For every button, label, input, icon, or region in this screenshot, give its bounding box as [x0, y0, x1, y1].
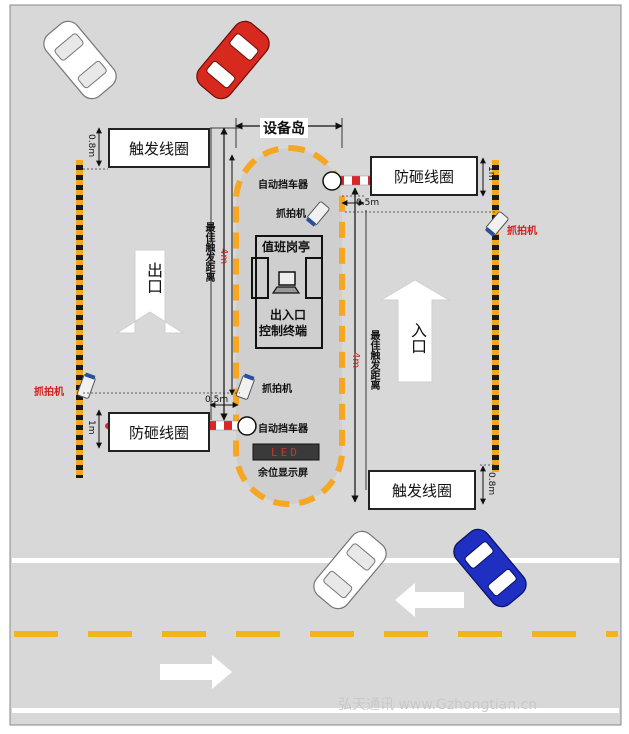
exit-label: 出口: [144, 262, 163, 294]
led-display: [252, 443, 320, 461]
camera-label-right: 抓拍机: [507, 226, 537, 237]
best-trigger-distance-right: 最佳触发距离: [368, 330, 379, 390]
dist-05m-bottom: 0.5m: [205, 395, 229, 405]
dist-4m-right: 4m: [350, 352, 361, 369]
anti-smash-coil-bottom-left: 防砸线圈: [108, 412, 210, 452]
camera-icon-left: [76, 372, 96, 399]
equipment-island-label: 设备岛: [260, 118, 308, 138]
dist-4m-left: 4m: [218, 248, 229, 265]
left-pole: [76, 160, 83, 478]
led-text: LED: [271, 446, 300, 459]
dist-08m-left: 0.8m: [86, 134, 96, 158]
camera-label-left: 抓拍机: [34, 387, 64, 398]
watermark: 弘天通讯 www.Gzhongtian.cn: [338, 697, 538, 713]
entrance-arrow-icon: [379, 279, 451, 383]
dist-05m-top: 0.5m: [356, 198, 380, 208]
right-pole: [492, 160, 499, 472]
road-bottom-line: [12, 708, 619, 713]
barrier-label-bottom: 自动挡车器: [258, 424, 308, 435]
exit-arrow-icon: [115, 249, 185, 334]
best-trigger-distance-left: 最佳触发距离: [203, 222, 214, 282]
entrance-label: 入口: [408, 322, 427, 354]
barrier-label-top: 自动挡车器: [258, 180, 308, 191]
control-terminal-line1: 出入口: [270, 308, 307, 322]
camera-icon-right: [484, 211, 509, 237]
road-arrow-right-icon: [160, 655, 232, 689]
remaining-display-label: 余位显示屏: [258, 468, 308, 479]
road-edge-line: [12, 558, 619, 563]
road-arrow-left-icon: [395, 583, 464, 617]
dist-1m-right: 1m: [486, 166, 496, 181]
car-icon-white-bottom: [313, 530, 387, 610]
control-terminal-line2: 控制终端: [259, 324, 308, 338]
booth-window-right: [305, 257, 323, 299]
trigger-coil-bottom-right: 触发线圈: [368, 470, 476, 510]
booth-window-left: [251, 257, 269, 299]
dist-1m-left: 1m: [86, 420, 96, 435]
dist-08m-right: 0.8m: [486, 472, 496, 496]
guard-booth-label: 值班岗亭: [262, 240, 311, 254]
camera-label-island-top: 抓拍机: [276, 209, 306, 220]
car-icon-blue: [453, 528, 527, 608]
anti-smash-coil-top-right: 防砸线圈: [370, 156, 478, 196]
car-icon-white-top: [43, 20, 117, 100]
car-icon-red: [196, 20, 270, 100]
trigger-coil-top-left: 触发线圈: [108, 128, 210, 168]
camera-icon-island-top: [305, 201, 330, 227]
camera-icon-island-bottom: [235, 373, 255, 400]
computer-terminal-icon: [271, 271, 301, 294]
camera-label-island-bottom: 抓拍机: [262, 384, 292, 395]
